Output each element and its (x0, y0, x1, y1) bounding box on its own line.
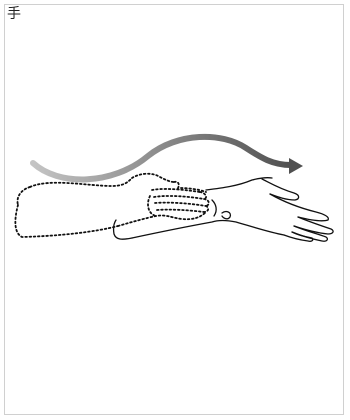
end-arm-outline (114, 178, 334, 242)
motion-arrow-icon (33, 137, 303, 180)
